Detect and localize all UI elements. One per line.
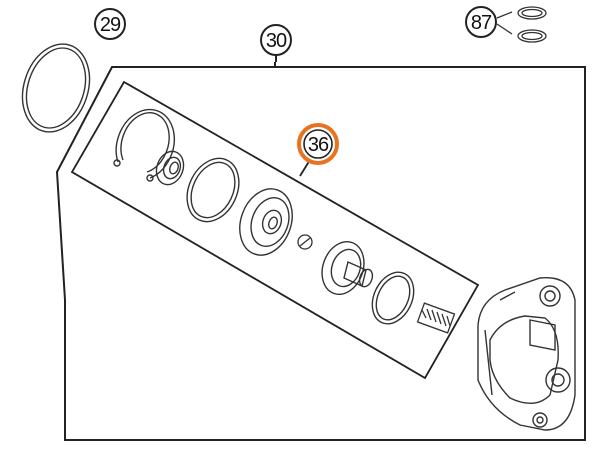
washers-87 [496,6,547,43]
piston-cup [239,188,293,256]
callout-87[interactable]: 87 [465,6,497,38]
callout-30[interactable]: 30 [260,24,292,62]
repair-kit-frame-36 [70,80,480,380]
o-ring-29 [21,43,91,133]
o-ring-piston [371,271,415,325]
o-ring-medium [186,157,240,223]
callout-29[interactable]: 29 [94,8,126,40]
spring [416,302,456,334]
small-ball [297,234,313,250]
callout-36-highlighted[interactable]: 36 [297,123,339,165]
valve-piston [321,241,374,295]
callout-29-label: 29 [100,14,121,36]
callout-36-label: 36 [308,134,329,156]
caliper-body [477,276,576,431]
callout-30-label: 30 [266,30,287,52]
callout-87-label: 87 [471,12,492,34]
assembly-frame-30 [55,62,586,441]
retaining-clip [113,108,175,182]
seal-ring-small [155,150,185,186]
